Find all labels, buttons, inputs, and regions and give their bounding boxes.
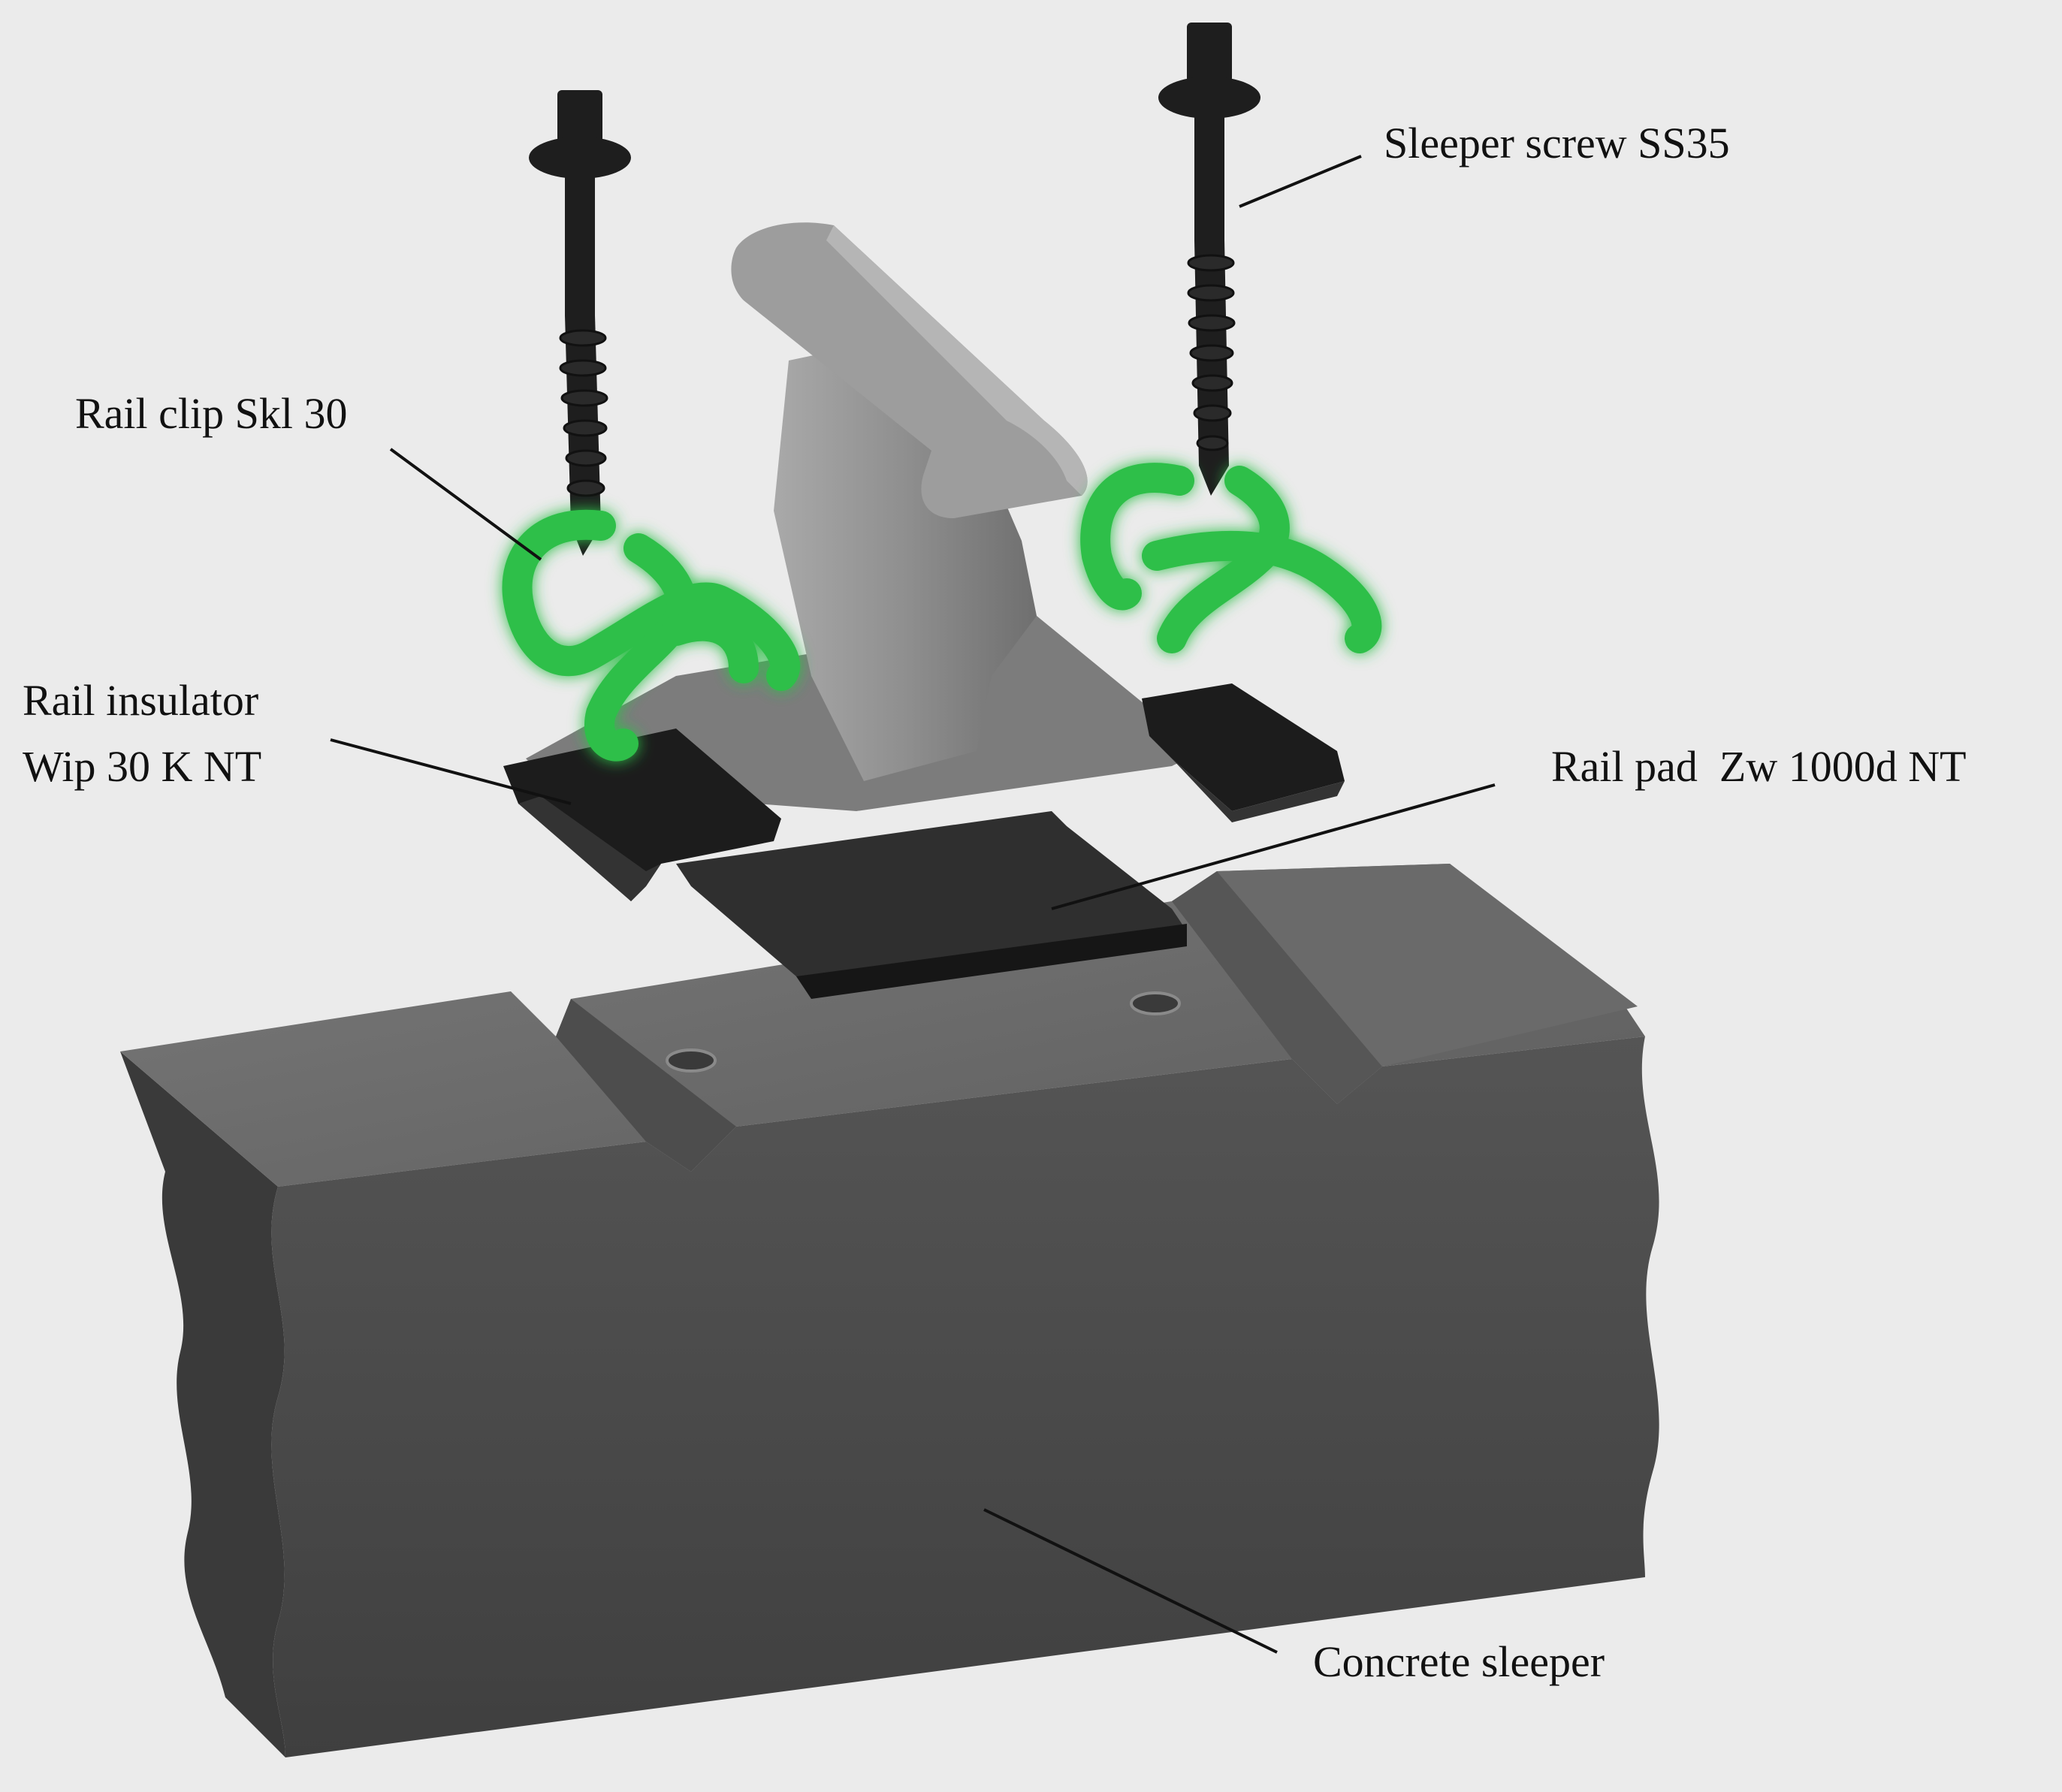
concrete-sleeper (120, 864, 1659, 1757)
rail-head-top (826, 225, 1088, 496)
leader-rail-clip (389, 448, 542, 561)
leader-rail-insulator (330, 738, 572, 805)
sleeper-screw-left (529, 90, 631, 556)
sleeper-hole-left (666, 1048, 717, 1072)
sleeper-right-top (1217, 864, 1638, 1066)
leader-concrete-sleeper (983, 1508, 1278, 1654)
sleeper-left-face (120, 1051, 285, 1757)
rail-insulator-right (1142, 683, 1345, 822)
rail-clip-left (502, 509, 801, 762)
label-rail-clip: Rail clip Skl 30 (75, 389, 348, 438)
sleeper-front-face (271, 1036, 1659, 1757)
rail-pad-edge (796, 924, 1187, 999)
sleeper-groove-left (556, 999, 736, 1172)
rail-pad (676, 811, 1187, 999)
rail-clip-right (1080, 463, 1382, 653)
leader-sleeper-screw (1239, 155, 1362, 208)
sleeper-hole-right (1130, 991, 1181, 1015)
label-rail-insulator-line2: Wip 30 K NT (23, 742, 261, 791)
sleeper-screw-right (1158, 23, 1260, 496)
leader-lines (330, 155, 1496, 1654)
label-concrete-sleeper: Concrete sleeper (1313, 1637, 1605, 1686)
rail-insulator-left (503, 729, 781, 901)
sleeper-groove-right (1172, 871, 1382, 1104)
label-sleeper-screw: Sleeper screw SS35 (1384, 119, 1730, 167)
label-rail-insulator-line1: Rail insulator (23, 676, 258, 725)
leader-rail-pad (1051, 783, 1496, 910)
rail-head (731, 222, 1088, 518)
label-rail-pad: Rail pad Zw 1000d NT (1551, 742, 1967, 791)
